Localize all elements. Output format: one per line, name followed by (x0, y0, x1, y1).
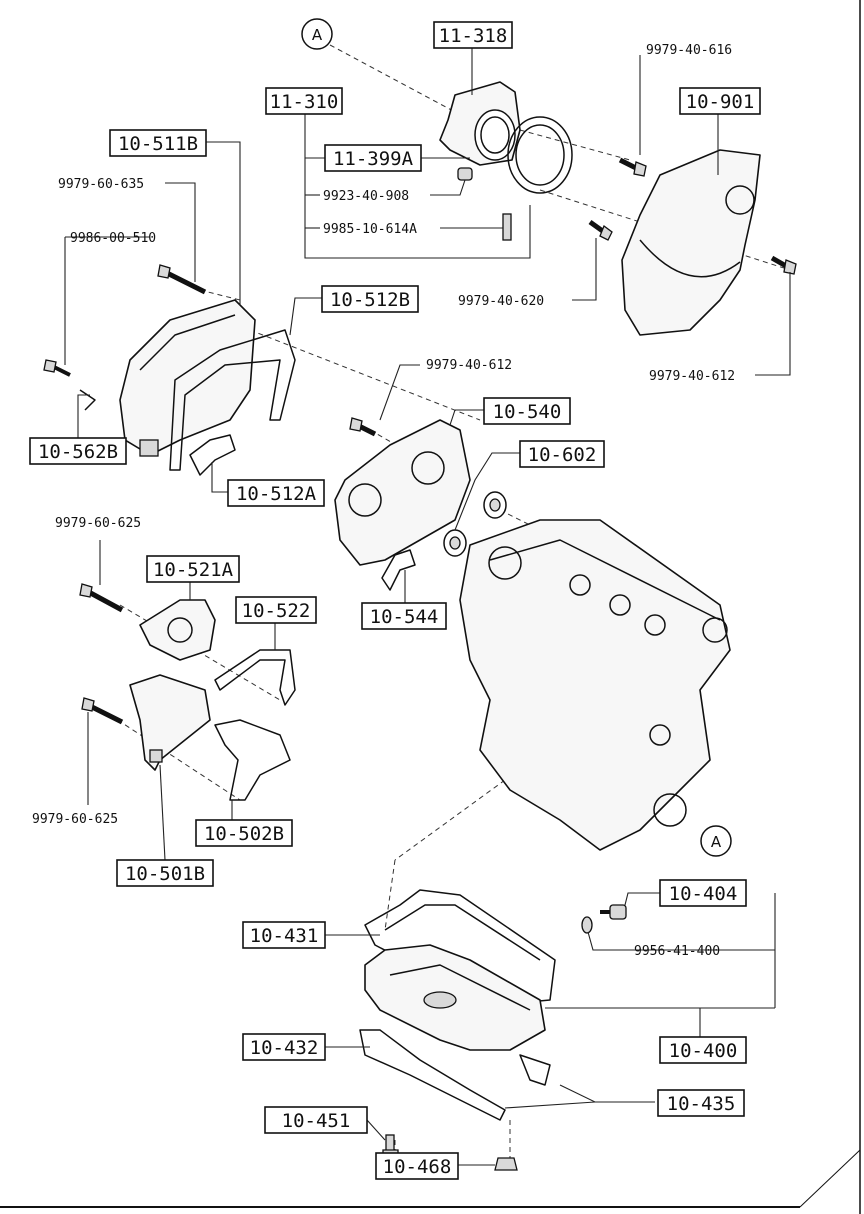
part-box-10-511B[interactable]: 10-511B (109, 129, 207, 157)
bolt-9979-40-612-center (349, 417, 377, 437)
part-box-10-512B[interactable]: 10-512B (321, 285, 419, 313)
part-label-10-451: 10-451 (282, 1110, 351, 1132)
lower-cover-gasket (214, 719, 291, 801)
front-seal-plate-part (334, 419, 471, 566)
bolt-9979-60-625-top (79, 583, 124, 613)
part-box-10-512A[interactable]: 10-512A (227, 479, 325, 507)
part-label-10-502B: 10-502B (204, 823, 284, 845)
bolt-9979-60-635 (157, 264, 207, 295)
part-label-10-501B: 10-501B (125, 863, 205, 885)
timing-cover-gasket-upper (169, 329, 296, 471)
part-label-10-521A: 10-521A (153, 559, 234, 581)
part-box-10-544[interactable]: 10-544 (361, 602, 447, 630)
part-label-11-318: 11-318 (439, 25, 508, 47)
pan-nut-10-468 (494, 1157, 518, 1171)
part-number-9979-40-620[interactable]: 9979-40-620 (458, 294, 544, 309)
part-number-9979-40-612-center[interactable]: 9979-40-612 (426, 358, 512, 373)
part-label-10-468: 10-468 (383, 1156, 452, 1178)
part-label-10-400: 10-400 (669, 1040, 738, 1062)
part-label-10-432: 10-432 (250, 1037, 319, 1059)
part-box-11-310[interactable]: 11-310 (265, 87, 343, 115)
drain-plug-part (581, 904, 627, 934)
part-label-10-540: 10-540 (493, 401, 562, 423)
part-box-10-404[interactable]: 10-404 (659, 879, 747, 907)
part-box-10-468[interactable]: 10-468 (375, 1152, 459, 1180)
part-box-10-431[interactable]: 10-431 (242, 921, 326, 949)
bolt-9979-40-616 (618, 157, 647, 177)
part-label-10-404: 10-404 (669, 883, 738, 905)
part-label-10-602: 10-602 (528, 444, 597, 466)
part-number-9979-60-625-top[interactable]: 9979-60-625 (55, 516, 141, 531)
middle-timing-cover-part (139, 599, 216, 661)
part-box-10-540[interactable]: 10-540 (483, 397, 571, 425)
ref-marker-a-top-label: A (312, 26, 323, 44)
engine-block-part (459, 519, 731, 851)
oil-seal-part (443, 491, 507, 557)
part-number-9979-40-616[interactable]: 9979-40-616 (646, 43, 732, 58)
part-box-10-501B[interactable]: 10-501B (116, 859, 214, 887)
oil-seal-housing-part (439, 81, 521, 166)
part-label-10-901: 10-901 (686, 91, 755, 113)
part-label-10-435: 10-435 (667, 1093, 736, 1115)
part-box-10-432[interactable]: 10-432 (242, 1033, 326, 1061)
part-label-10-544: 10-544 (370, 606, 439, 628)
part-box-10-602[interactable]: 10-602 (519, 440, 605, 468)
part-box-10-451[interactable]: 10-451 (264, 1106, 368, 1134)
end-plate-part (621, 149, 761, 336)
part-label-11-399A: 11-399A (333, 148, 414, 170)
reference-marker-a-bottom: A (700, 825, 732, 857)
part-box-10-901[interactable]: 10-901 (679, 87, 761, 115)
part-label-10-512B: 10-512B (330, 289, 410, 311)
lower-timing-cover-part (129, 674, 211, 771)
leader-lines (64, 47, 791, 1166)
part-box-11-318[interactable]: 11-318 (433, 21, 513, 49)
ref-marker-a-bottom-label: A (711, 833, 722, 851)
oil-pan-part (364, 944, 546, 1051)
part-label-10-522: 10-522 (242, 600, 311, 622)
part-box-10-562B[interactable]: 10-562B (29, 437, 127, 465)
small-gasket-10-544 (381, 549, 416, 591)
part-number-9979-60-635[interactable]: 9979-60-635 (58, 177, 144, 192)
middle-cover-gasket (214, 649, 296, 706)
part-label-10-512A: 10-512A (236, 483, 317, 505)
part-number-9985-10-614A[interactable]: 9985-10-614A (323, 222, 417, 237)
reference-marker-a-top: A (301, 18, 333, 50)
part-label-10-511B: 10-511B (118, 133, 198, 155)
bolt-9979-60-625-bottom (81, 697, 124, 725)
part-number-9956-41-400[interactable]: 9956-41-400 (634, 944, 720, 959)
part-label-10-431: 10-431 (250, 925, 319, 947)
bolt-9979-40-620 (588, 219, 613, 241)
bolt-9986-00-510 (43, 359, 71, 377)
part-number-9923-40-908[interactable]: 9923-40-908 (323, 189, 409, 204)
part-box-10-522[interactable]: 10-522 (235, 596, 317, 624)
part-box-11-399A[interactable]: 11-399A (324, 144, 422, 172)
part-box-10-435[interactable]: 10-435 (657, 1089, 745, 1117)
timing-cover-gasket-small (189, 434, 236, 476)
upper-timing-cover-part (79, 299, 256, 457)
part-box-10-502B[interactable]: 10-502B (195, 819, 293, 847)
part-label-11-310: 11-310 (270, 91, 339, 113)
part-number-9979-40-612-right[interactable]: 9979-40-612 (649, 369, 735, 384)
part-label-10-562B: 10-562B (38, 441, 118, 463)
bolt-9979-40-612-right (770, 255, 797, 275)
part-box-10-400[interactable]: 10-400 (659, 1036, 747, 1064)
oil-pan-baffle-part (359, 1029, 551, 1121)
part-box-10-521A[interactable]: 10-521A (146, 555, 240, 583)
part-number-9979-60-625-bottom[interactable]: 9979-60-625 (32, 812, 118, 827)
part-number-9986-00-510[interactable]: 9986-00-510 (70, 231, 156, 246)
